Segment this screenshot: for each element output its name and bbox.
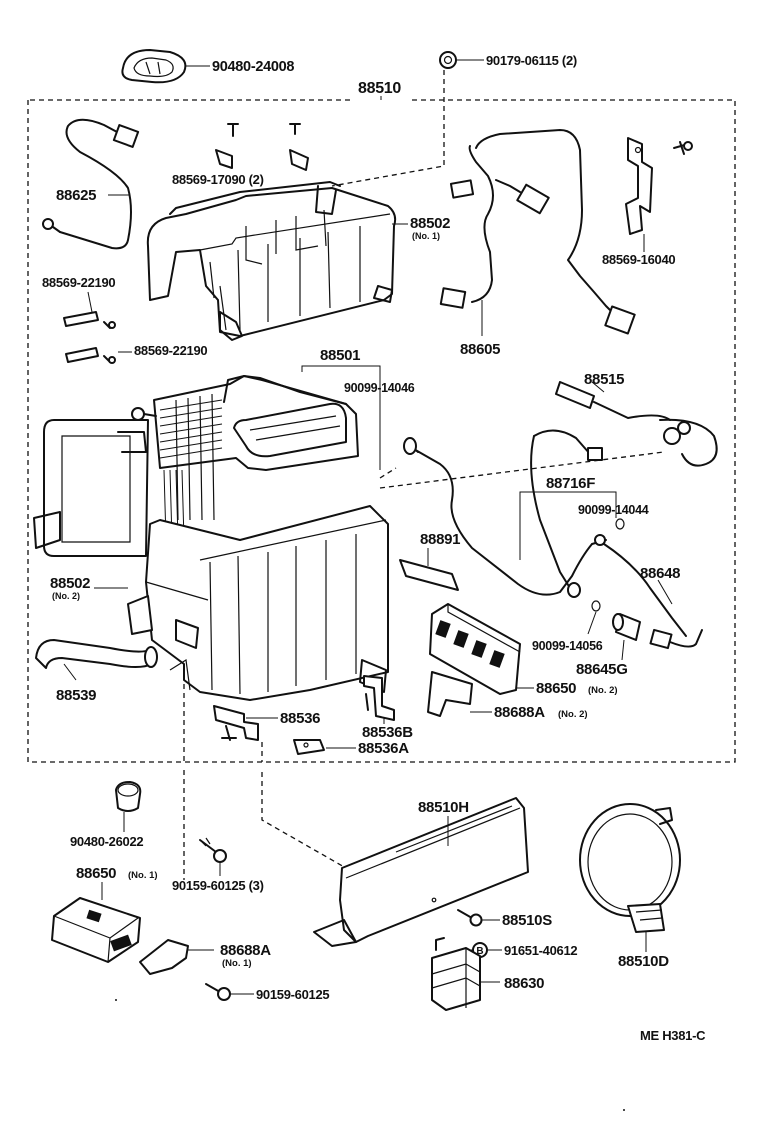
label-88502-no2-note: (No. 2) xyxy=(52,591,80,601)
diagram-reference-code: ME H381-C xyxy=(640,1028,706,1043)
label-90480-26022: 90480-26022 xyxy=(70,834,143,849)
bolt-90159-60125 xyxy=(205,983,231,1001)
label-88502-no1-note: (No. 1) xyxy=(412,231,440,241)
label-88569-22190-a: 88569-22190 xyxy=(42,275,115,290)
label-88688a-no2-note: (No. 2) xyxy=(558,709,588,720)
screw-88510s xyxy=(457,909,483,927)
bracket-88536b xyxy=(363,675,395,721)
wire-harness-88605 xyxy=(439,129,636,335)
scan-speck xyxy=(115,999,117,1001)
sensor-wire-88648 xyxy=(649,628,703,650)
label-91651-40612: 91651-40612 xyxy=(504,943,577,958)
amplifier-88650-no1 xyxy=(51,897,141,963)
evaporator-88501 xyxy=(131,375,359,541)
label-88536: 88536 xyxy=(280,710,320,727)
lower-case-88502-no2 xyxy=(127,505,389,701)
label-88688a-no2: 88688A xyxy=(494,704,545,721)
label-88650-no2: 88650 xyxy=(536,680,576,697)
marker-b-letter: B xyxy=(476,946,483,957)
label-90159-60125: 90159-60125 xyxy=(256,987,329,1002)
bracket-88688a-no2 xyxy=(427,671,473,717)
label-88569-16040: 88569-16040 xyxy=(602,252,675,267)
upper-case-88502-no1 xyxy=(146,181,397,341)
seal-frame-left xyxy=(33,419,149,557)
band-88510d xyxy=(579,803,681,933)
label-88510d: 88510D xyxy=(618,953,669,970)
relay-88630 xyxy=(431,937,481,1011)
label-90099-14046: 90099-14046 xyxy=(344,381,415,395)
duct-hose-88539 xyxy=(35,639,158,669)
sensor-88515 xyxy=(555,381,718,467)
label-88650-no2-note: (No. 2) xyxy=(588,685,618,696)
grommet-90179-06115 xyxy=(439,51,457,69)
label-88515: 88515 xyxy=(584,371,624,388)
label-88891: 88891 xyxy=(420,531,460,548)
label-88605: 88605 xyxy=(460,341,500,358)
label-88645g: 88645G xyxy=(576,661,628,678)
label-90099-14044: 90099-14044 xyxy=(578,503,649,517)
clip-90480-26022 xyxy=(115,781,142,812)
label-88648: 88648 xyxy=(640,565,680,582)
bracket-88536 xyxy=(213,705,259,741)
screw-88569-17090-left xyxy=(215,123,239,169)
bracket-88688a-no1 xyxy=(139,939,189,975)
label-88510h: 88510H xyxy=(418,799,469,816)
label-88650-no1: 88650 xyxy=(76,865,116,882)
label-88510s: 88510S xyxy=(502,912,552,929)
label-88688a-no1: 88688A xyxy=(220,942,271,959)
label-90159-60125-3: 90159-60125 (3) xyxy=(172,878,264,893)
pin-88569-22190-upper xyxy=(63,311,116,329)
wire-88625 xyxy=(42,118,140,250)
label-88569-22190-b: 88569-22190 xyxy=(134,343,207,358)
bracket-88536a xyxy=(293,739,325,755)
assembly-88510-boundary xyxy=(27,99,736,763)
scan-speck xyxy=(623,1109,625,1111)
label-90480-24008: 90480-24008 xyxy=(212,59,294,75)
pin-88569-22190-lower xyxy=(65,347,116,364)
label-90099-14056: 90099-14056 xyxy=(532,639,603,653)
label-88502-no2: 88502 xyxy=(50,575,90,592)
label-88510: 88510 xyxy=(358,80,401,97)
label-88539: 88539 xyxy=(56,687,96,704)
label-88625: 88625 xyxy=(56,187,96,204)
label-88716f: 88716F xyxy=(546,475,595,492)
label-88536a: 88536A xyxy=(358,740,409,757)
clip-90480-24008 xyxy=(121,49,187,84)
label-90179-06115: 90179-06115 (2) xyxy=(486,53,577,68)
label-88569-17090: 88569-17090 (2) xyxy=(172,172,264,187)
hose-88716f xyxy=(403,429,687,637)
label-88502-no1: 88502 xyxy=(410,215,450,232)
label-88536b: 88536B xyxy=(362,724,413,741)
label-88688a-no1-note: (No. 1) xyxy=(222,958,252,969)
screw-88569-17090-right xyxy=(289,123,309,171)
label-88501: 88501 xyxy=(320,347,360,364)
switch-88645g xyxy=(612,613,641,641)
label-88650-no1-note: (No. 1) xyxy=(128,870,158,881)
cover-88510h xyxy=(313,797,529,947)
bolt-90159-60125-x3 xyxy=(199,837,227,863)
amplifier-88650-no2 xyxy=(429,603,521,695)
pad-88891 xyxy=(399,559,459,591)
label-88630: 88630 xyxy=(504,975,544,992)
bracket-88569-16040 xyxy=(625,137,693,235)
